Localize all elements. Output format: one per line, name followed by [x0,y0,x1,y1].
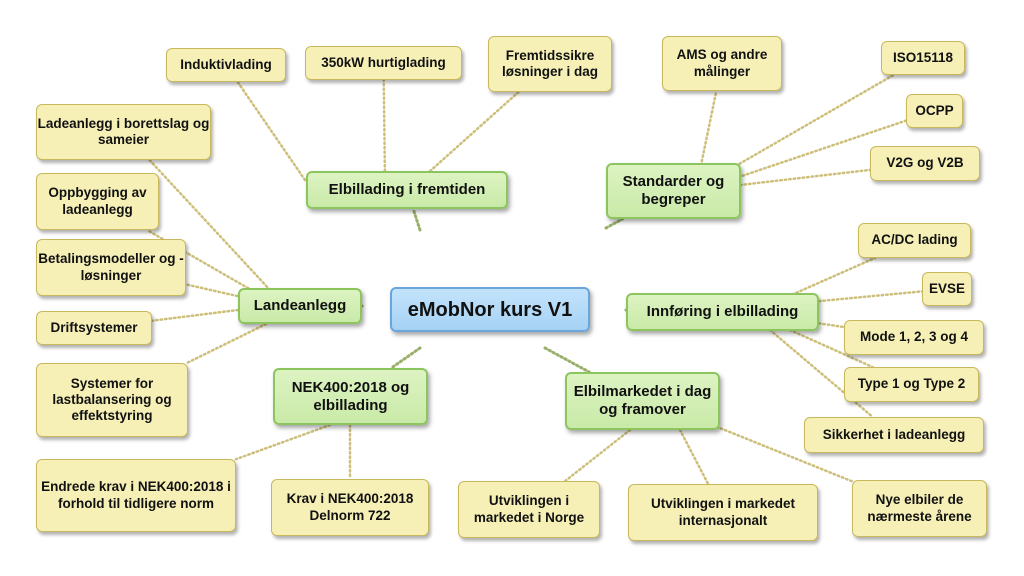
subtopic-350kw-hurtiglading[interactable]: 350kW hurtiglading [305,46,462,80]
subtopic-mode-1-2-3-4[interactable]: Mode 1, 2, 3 og 4 [844,320,984,355]
subtopic-utviklingen-i-norge[interactable]: Utviklingen i markedet i Norge [458,481,600,538]
connector-b1-l2 [382,78,387,182]
topic-landeanlegg[interactable]: Landeanlegg [238,288,362,324]
connector-b6-l20 [184,283,257,302]
connector-b2-l4 [698,89,718,172]
subtopic-endrede-krav[interactable]: Endrede krav i NEK400:2018 i forhold til… [36,459,236,532]
topic-elbillading-i-fremtiden[interactable]: Elbillading i fremtiden [306,171,508,209]
connector-b2-l7 [738,168,872,187]
subtopic-betalingsmodeller[interactable]: Betalingsmodeller og -løsninger [36,239,186,296]
connector-b1-l3 [418,90,520,182]
connector-b1-l1 [236,80,307,182]
subtopic-induktivlading[interactable]: Induktivlading [166,48,286,82]
connector-b6-l22 [185,320,272,365]
subtopic-oppbygging-av-ladeanlegg[interactable]: Oppbygging av ladeanlegg [36,173,159,230]
connector-b4-l15 [563,428,632,483]
subtopic-v2g-og-v2b[interactable]: V2G og V2B [870,146,980,181]
connector-b4-l14 [678,428,710,486]
connector-b3-l11 [788,328,874,369]
connector-b6-l21 [150,308,240,322]
connector-b2-l6 [728,119,908,182]
subtopic-driftsystemer[interactable]: Driftsystemer [36,311,152,345]
topic-standarder-og-begreper[interactable]: Standarder og begreper [606,163,741,219]
subtopic-sikkerhet-i-ladeanlegg[interactable]: Sikkerhet i ladeanlegg [804,417,984,453]
connector-b5-l17 [234,423,332,461]
subtopic-ocpp[interactable]: OCPP [906,94,963,128]
subtopic-nye-elbiler[interactable]: Nye elbiler de nærmeste årene [852,480,987,537]
connector-b2-l5 [718,73,895,177]
connector-b3-l9 [808,290,924,304]
subtopic-evse[interactable]: EVSE [922,272,972,306]
subtopic-type-1-og-type-2[interactable]: Type 1 og Type 2 [844,367,979,402]
subtopic-lastbalansering[interactable]: Systemer for lastbalansering og effektst… [36,363,188,437]
connector-b3-l12 [768,328,874,419]
subtopic-utviklingen-internasjonalt[interactable]: Utviklingen i markedet internasjonalt [628,484,818,541]
topic-innforing-i-elbillading[interactable]: Innføring i elbillading [626,293,819,331]
connector-root-b5 [389,346,422,370]
subtopic-ladeanlegg-borettslag[interactable]: Ladeanlegg i borettslag og sameier [36,104,211,160]
subtopic-ac-dc-lading[interactable]: AC/DC lading [858,223,971,258]
central-topic[interactable]: eMobNor kurs V1 [390,287,590,332]
connector-b4-l13 [698,418,854,483]
subtopic-krav-delnorm-722[interactable]: Krav i NEK400:2018 Delnorm 722 [271,479,429,536]
connector-root-b2 [604,217,624,230]
subtopic-iso15118[interactable]: ISO15118 [881,41,965,75]
connector-root-b1 [411,207,422,232]
subtopic-fremtidssikre-losninger[interactable]: Fremtidssikre løsninger i dag [488,36,612,92]
subtopic-ams-og-andre-malinger[interactable]: AMS og andre målinger [662,36,782,91]
connector-b6-l18 [148,158,272,292]
connector-root-b4 [543,346,591,374]
topic-nek400-og-elbillading[interactable]: NEK400:2018 og elbillading [273,368,428,425]
topic-elbilmarkedet[interactable]: Elbilmarkedet i dag og framover [565,372,720,430]
